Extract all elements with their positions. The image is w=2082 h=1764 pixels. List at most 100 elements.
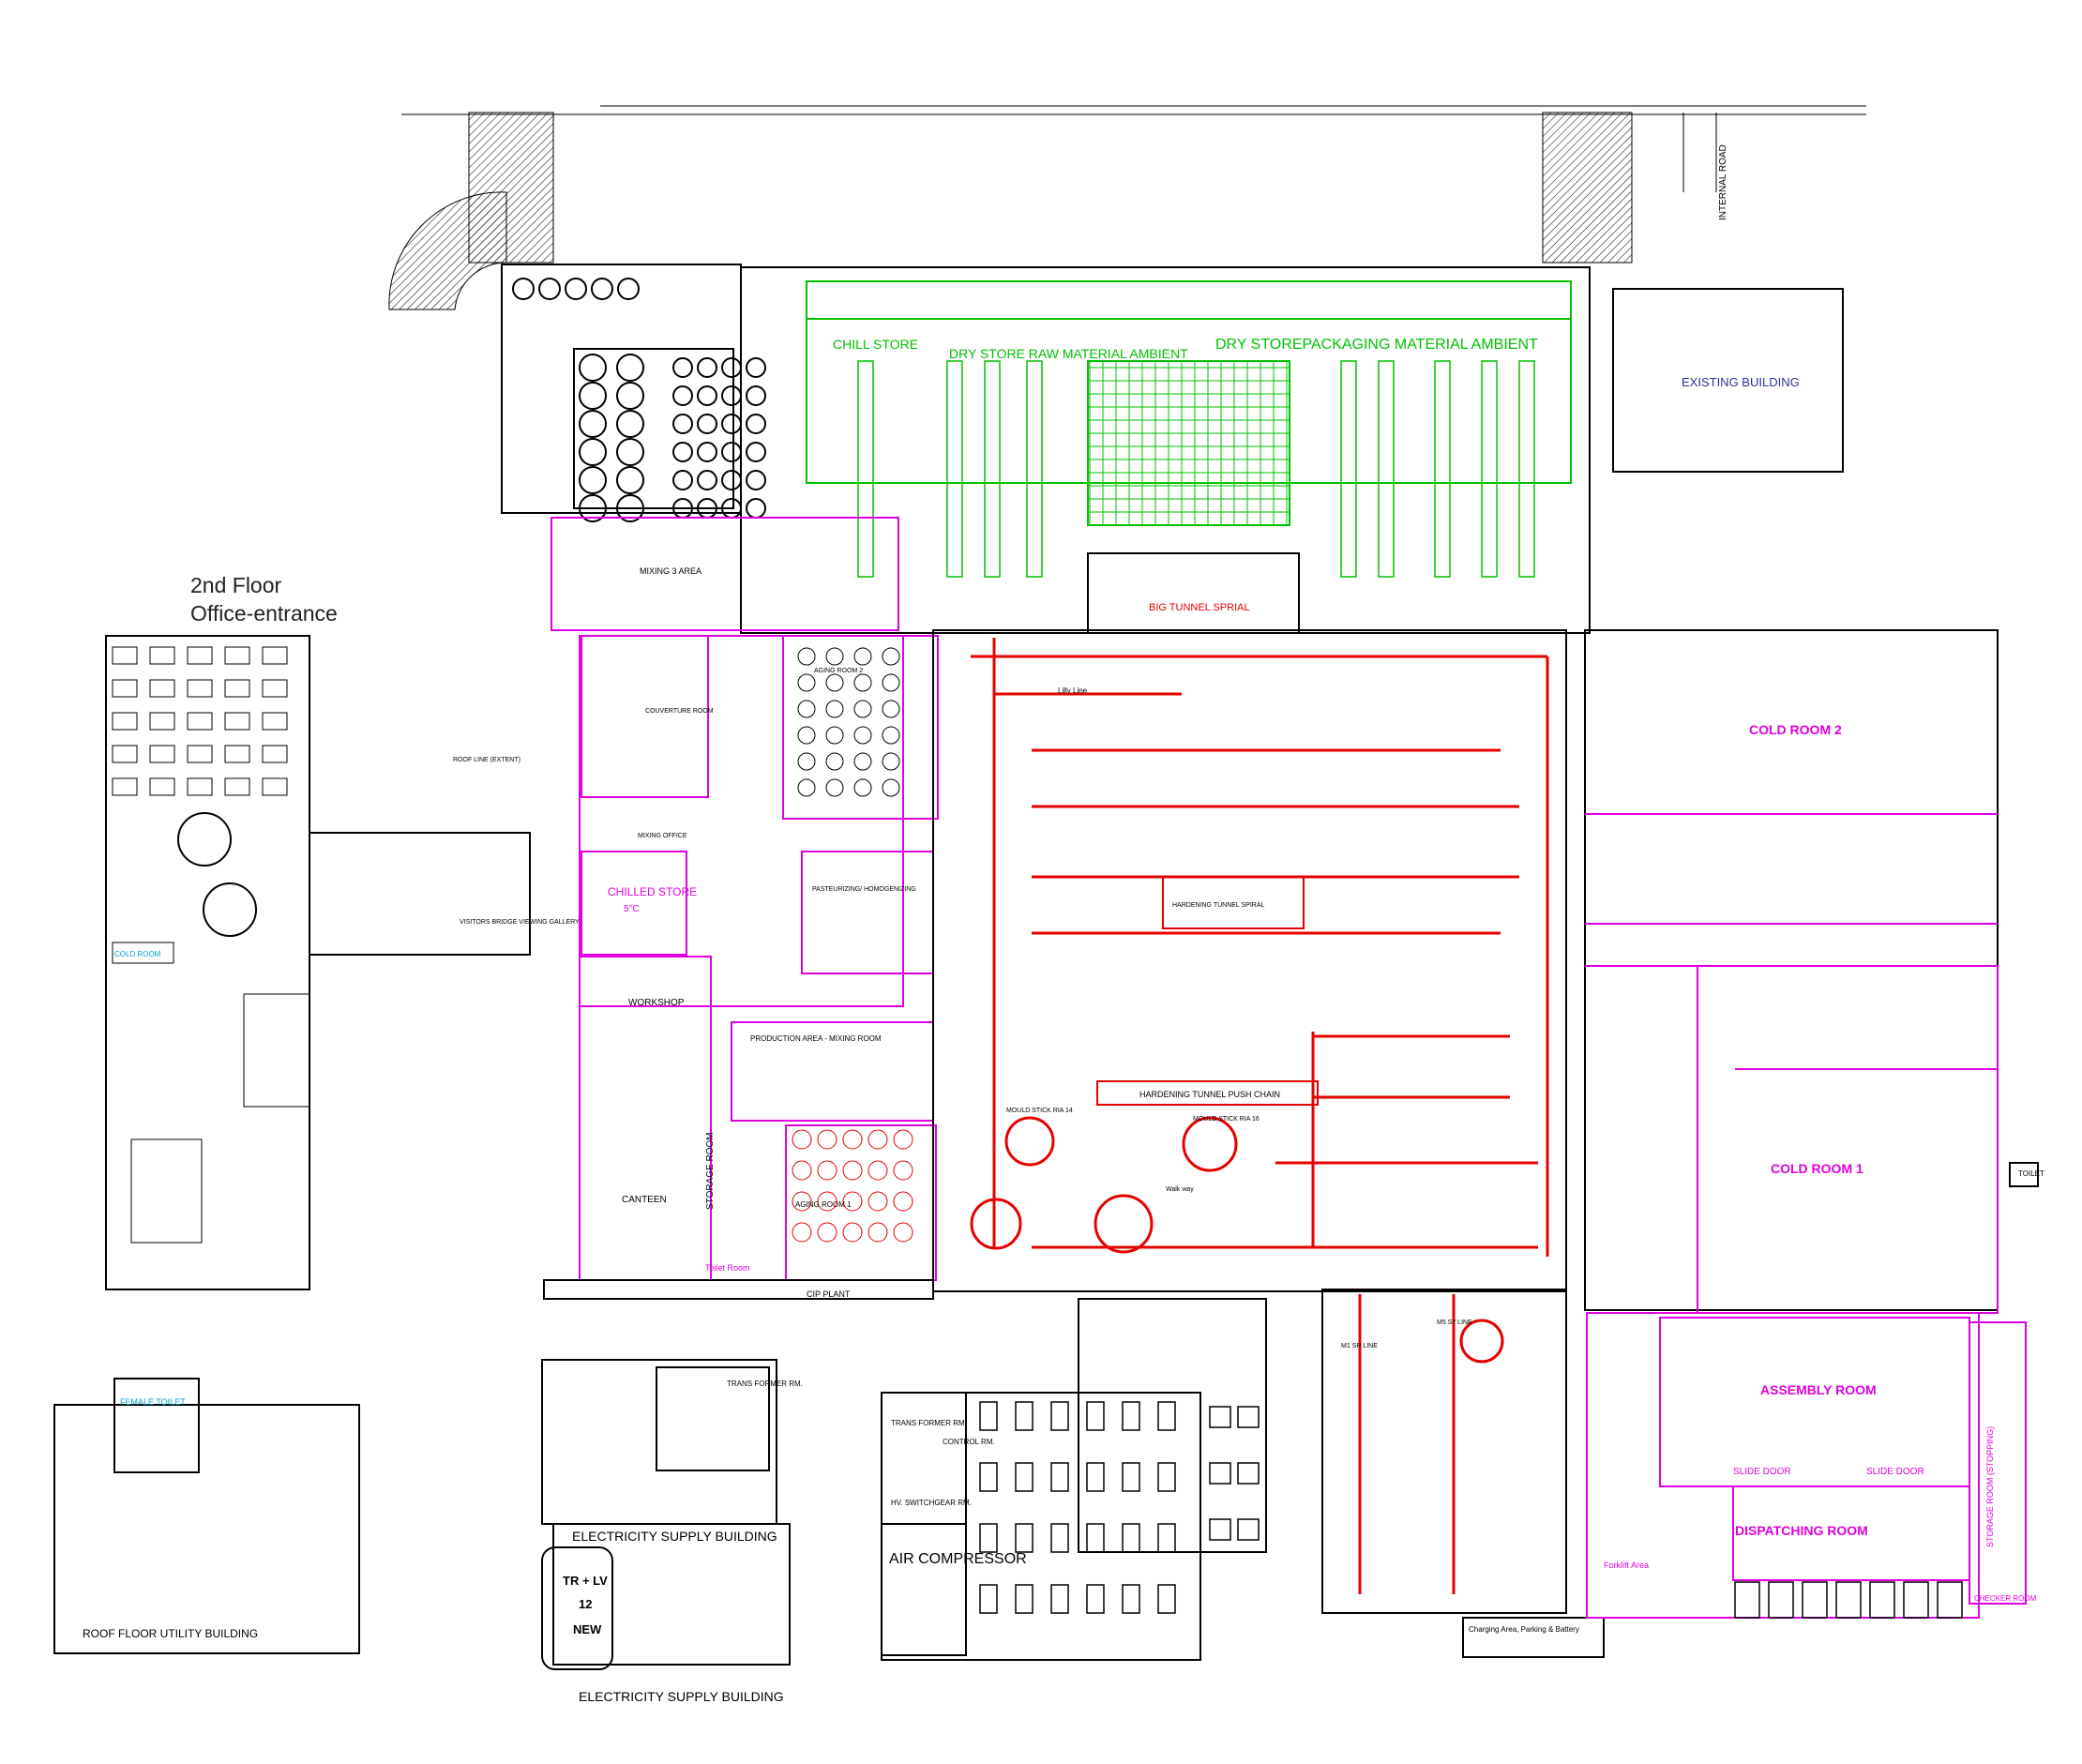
desk [112,712,138,731]
big-tunnel-spiral-label: BIG TUNNEL SPRIAL [1149,602,1250,613]
dock-door [1768,1581,1794,1619]
storage-tank [746,385,766,406]
aging-tank [825,700,844,718]
cold-room-1-label: COLD ROOM 1 [1771,1161,1863,1176]
tr-num-label: 12 [579,1597,592,1611]
storage-tank [579,410,607,438]
toilet-room-label: Toilet Room [705,1263,750,1273]
visitors-gallery-label: VISITORS BRIDGE VIEWING GALLERY [460,919,580,926]
equipment-box [1209,1462,1231,1485]
compressor-unit [979,1584,998,1614]
control-rm-label: CONTROL RM. [943,1438,995,1446]
aging-tank [825,726,844,745]
aging-tank [882,778,900,797]
compressor-unit [979,1462,998,1492]
storage-tank [721,357,742,378]
assembly-room-label: ASSEMBLY ROOM [1760,1382,1877,1397]
big-tunnel-spiral-room [1087,552,1300,634]
air-compressor-label: AIR COMPRESSOR [889,1551,1027,1567]
desk [262,777,288,796]
storage-tank [616,438,644,466]
aging-tank [797,778,816,797]
storage-tank [616,382,644,410]
compressor-unit [1122,1462,1140,1492]
dry-store-packaging-label: DRY STOREPACKAGING MATERIAL AMBIENT [1215,337,1538,353]
storage-tank [565,278,587,300]
equipment-box [1237,1462,1260,1485]
dispatching-room-label: DISPATCHING ROOM [1735,1523,1868,1538]
compressor-unit [1157,1462,1176,1492]
chilled-store-room [581,851,687,956]
office-building [53,635,531,1654]
office-title-line2: Office-entrance [190,601,338,626]
pasteurizing-room [801,851,934,974]
storage-tank [697,357,717,378]
roof-line-label: ROOF LINE (EXTENT) [453,757,520,763]
storage-tank [721,470,742,490]
hardening-tunnel-spiral-label: HARDENING TUNNEL SPIRAL [1172,902,1265,909]
desk [224,679,250,698]
chill-store-label: CHILL STORE [833,337,918,352]
desk [112,646,138,665]
line-m1-m5-area [1321,1289,1567,1614]
desk [224,745,250,763]
aging-tank [797,647,816,666]
pasteurizing-label: PASTEURIZING/ HOMOGENIZING [812,886,916,893]
curved-ramp [388,191,507,310]
racking-block [1087,360,1290,526]
chilled-store-temp-label: 5°C [624,904,640,914]
rotary-moulder [1182,1116,1238,1172]
desk [224,646,250,665]
storage-tank [721,385,742,406]
desk [224,777,250,796]
desk [224,712,250,731]
transformer-label-2: TRANS FORMER RM. [891,1419,967,1427]
aging-tank [792,1160,812,1181]
production-area-label: PRODUCTION AREA - MIXING ROOM [750,1034,882,1043]
desk [149,745,175,763]
cold-room-2-label: COLD ROOM 2 [1749,722,1842,737]
compressor-unit [1086,1523,1105,1553]
desk [262,712,288,731]
rotary-moulder [1459,1319,1504,1364]
rack-row [946,360,963,578]
aging-tank [825,778,844,797]
slide-door-label-2: SLIDE DOOR [1866,1467,1924,1477]
aging-tank [817,1129,837,1150]
rotary-moulder [1004,1116,1055,1167]
aging-tank [792,1129,812,1150]
equipment-box [1209,1518,1231,1541]
storage-tank [697,470,717,490]
storage-tank [579,382,607,410]
storage-tank [697,442,717,462]
compressor-unit [1015,1401,1033,1431]
aging-tank [842,1191,863,1212]
compressor-unit [1050,1401,1069,1431]
storage-room-stopping-label: STORAGE ROOM (STOPPING) [1985,1426,1995,1547]
slide-door-label-1: SLIDE DOOR [1733,1467,1791,1477]
aging-tank [792,1191,812,1212]
desk [262,745,288,763]
compressor-unit [979,1401,998,1431]
electricity-supply-label-1: ELECTRICITY SUPPLY BUILDING [572,1529,777,1544]
compressor-unit [1050,1462,1069,1492]
m1-line-label: M1 SR LINE [1341,1343,1378,1349]
hardening-tunnel-push-chain-label: HARDENING TUNNEL PUSH CHAIN [1139,1090,1280,1099]
aging-tank [842,1222,863,1243]
mould-stick-14-label: MOULD STICK RIA 14 [1006,1108,1073,1114]
storage-tank [746,442,766,462]
compressor-unit [979,1523,998,1553]
equipment-box [1237,1518,1260,1541]
utility-building-outline [53,1404,360,1654]
aging-tank [868,1160,888,1181]
compressor-unit [1086,1462,1105,1492]
existing-building [1612,288,1844,473]
aging-tank [882,673,900,692]
mixing-3-area-label: MIXING 3 AREA [640,566,702,576]
desk [112,679,138,698]
storage-tank [512,278,535,300]
storage-tank [672,470,693,490]
aging-tank [853,673,872,692]
electricity-supply-label-2: ELECTRICITY SUPPLY BUILDING [579,1689,784,1704]
